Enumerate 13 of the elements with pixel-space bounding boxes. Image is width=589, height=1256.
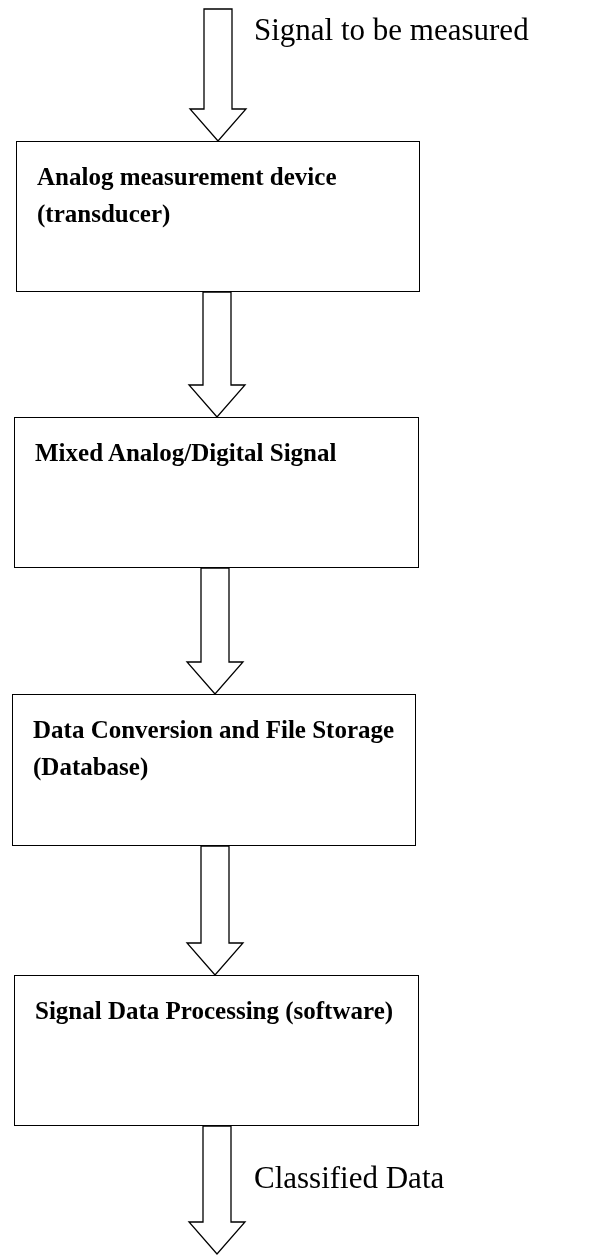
block-arrow: [187, 291, 247, 418]
block-arrow: [187, 1125, 247, 1255]
block-arrow: [188, 8, 248, 142]
box-label: Mixed Analog/Digital Signal: [35, 438, 338, 468]
process-box: [14, 417, 419, 568]
process-box: [16, 141, 420, 292]
box-label: Data Conversion and File Storage (Database): [33, 715, 396, 783]
block-arrow: [185, 845, 245, 976]
block-arrow: [185, 567, 245, 695]
process-box: [12, 694, 416, 846]
box-label: Analog measurement device (transducer): [37, 162, 338, 230]
box-label: Signal Data Processing (software): [35, 996, 395, 1027]
process-box: [14, 975, 419, 1126]
